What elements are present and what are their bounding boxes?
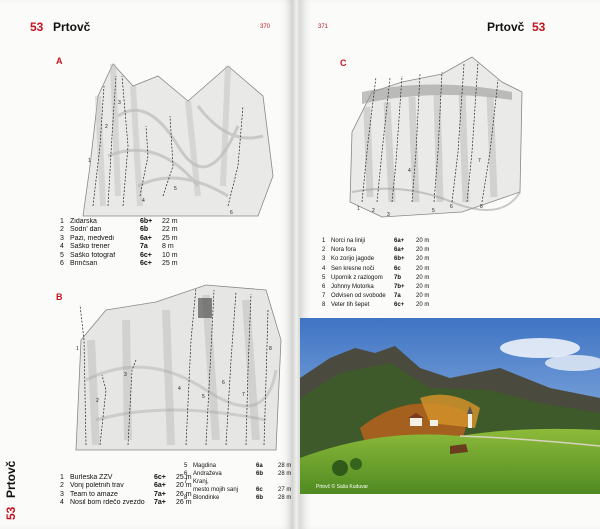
route-number-b: 3 bbox=[124, 372, 127, 378]
landscape-photo-image bbox=[300, 318, 600, 494]
route-number-b: 2 bbox=[96, 398, 99, 404]
route-number-a: 1 bbox=[88, 158, 91, 164]
section-label-a: A bbox=[56, 56, 63, 66]
topo-drawing-c: 1 2 3 4 5 6 7 8 bbox=[349, 56, 523, 218]
route-number-c: 6 bbox=[450, 204, 453, 210]
route-number-c: 7 bbox=[478, 158, 481, 164]
route-number-b: 6 bbox=[222, 380, 225, 386]
route-number-a: 6 bbox=[230, 210, 233, 216]
chapter-number: 53 bbox=[30, 20, 44, 34]
section-label-c: C bbox=[340, 58, 347, 68]
topo-drawing-b: 1 2 3 4 5 6 7 8 bbox=[75, 284, 282, 451]
route-number-b: 8 bbox=[269, 346, 272, 352]
route-number-b: 7 bbox=[242, 392, 245, 398]
section-label-b: B bbox=[56, 292, 63, 302]
vertical-chapter-number: 53 bbox=[4, 506, 18, 520]
route-number-a: 5 bbox=[174, 186, 177, 192]
page-folio: 371 bbox=[318, 24, 329, 30]
route-number-b: 1 bbox=[76, 346, 79, 352]
route-number-c: 2 bbox=[372, 208, 375, 214]
route-number-c: 8 bbox=[480, 204, 483, 210]
chapter-number: 53 bbox=[532, 20, 546, 34]
route-number-a: 2 bbox=[105, 124, 108, 130]
route-number-c: 3 bbox=[387, 212, 390, 218]
chapter-title: Prtovč bbox=[53, 20, 91, 34]
vertical-chapter-title: Prtovč bbox=[4, 460, 18, 498]
route-number-a: 4 bbox=[142, 198, 145, 204]
route-number-a: 3 bbox=[118, 100, 121, 106]
route-number-b: 4 bbox=[178, 386, 181, 392]
chapter-title: Prtovč bbox=[487, 20, 525, 34]
book-gutter bbox=[293, 0, 300, 529]
vertical-chapter-tab: 53 Prtovč bbox=[4, 440, 22, 520]
page-folio: 370 bbox=[260, 24, 271, 30]
route-number-b: 5 bbox=[202, 394, 205, 400]
route-number-c: 1 bbox=[357, 206, 360, 212]
route-number-c: 4 bbox=[408, 168, 411, 174]
route-number-c: 5 bbox=[432, 208, 435, 214]
topo-drawing-a: 1 2 3 4 5 6 bbox=[82, 63, 274, 217]
landscape-photo bbox=[300, 318, 600, 494]
photo-caption: Prtovč © Saša Kuduvar bbox=[316, 484, 369, 490]
